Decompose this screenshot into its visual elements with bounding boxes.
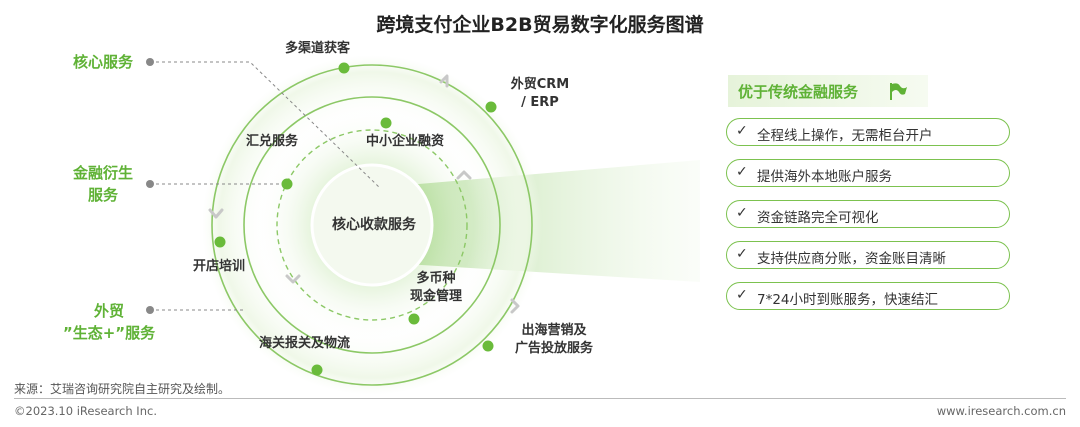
- node-remittance: 汇兑服务: [246, 134, 299, 149]
- node-multi-currency: 多币种 现金管理: [409, 271, 462, 304]
- advantage-item: ✓ 7*24小时到账服务，快速结汇: [726, 282, 1010, 310]
- node-dot-marketing: [482, 340, 494, 352]
- source-note: 来源：艾瑞咨询研究院自主研究及绘制。: [14, 382, 231, 396]
- node-multi-channel: 多渠道获客: [285, 41, 351, 56]
- footer-divider: [14, 398, 1066, 399]
- advantages-header: 优于传统金融服务: [728, 75, 928, 107]
- check-icon: ✓: [736, 287, 748, 303]
- copyright: ©2023.10 iResearch Inc.: [14, 404, 157, 418]
- advantage-item: ✓ 支持供应商分账，资金账目清晰: [726, 241, 1010, 269]
- advantage-item: ✓ 全程线上操作，无需柜台开户: [726, 118, 1010, 146]
- node-dot-sme-finance: [380, 117, 392, 129]
- website: www.iresearch.com.cn: [936, 404, 1066, 418]
- check-icon: ✓: [736, 164, 748, 180]
- node-center-collection: 核心收款服务: [332, 217, 416, 233]
- node-dot-multi-channel: [338, 62, 350, 74]
- category-dot-core: [146, 58, 154, 66]
- chevron-icon-inner-right: [456, 170, 472, 180]
- chevron-icon-inner-bottom: [285, 274, 301, 284]
- chevron-icon-left: [208, 208, 224, 219]
- chevron-icon-bottom-right: [510, 298, 520, 314]
- category-trade-ecosystem: 外贸 ”生态+”服务: [62, 302, 156, 342]
- ring-inner: [276, 129, 468, 321]
- check-icon: ✓: [736, 246, 748, 262]
- node-customs: 海关报关及物流: [259, 336, 351, 351]
- advantage-item: ✓ 资金链路完全可视化: [726, 200, 1010, 228]
- node-dot-customs: [311, 364, 323, 376]
- node-marketing: 出海营销及 广告投放服务: [514, 323, 593, 356]
- category-core-services: 核心服务: [72, 53, 133, 71]
- node-store-training: 开店培训: [193, 259, 246, 274]
- node-crm-erp: 外贸CRM / ERP: [510, 77, 570, 110]
- chevron-icon-top: [439, 74, 449, 88]
- ring-middle: [243, 96, 501, 354]
- advantage-item: ✓ 提供海外本地账户服务: [726, 159, 1010, 187]
- flag-icon: [890, 83, 907, 100]
- node-dot-crm-erp: [485, 101, 497, 113]
- category-dot-finance: [146, 180, 154, 188]
- ring-outer: [211, 64, 533, 386]
- node-dot-remittance: [281, 178, 293, 190]
- check-icon: ✓: [736, 123, 748, 139]
- category-dot-ecosystem: [146, 306, 154, 314]
- node-dot-multi-currency: [408, 313, 420, 325]
- advantages-title: 优于传统金融服务: [738, 83, 859, 101]
- node-dot-store-training: [214, 236, 226, 248]
- center-disk: [310, 163, 434, 287]
- category-financial-derivatives: 金融衍生 服务: [72, 164, 133, 204]
- check-icon: ✓: [736, 205, 748, 221]
- page-title: 跨境支付企业B2B贸易数字化服务图谱: [376, 14, 704, 36]
- node-sme-finance: 中小企业融资: [366, 134, 445, 149]
